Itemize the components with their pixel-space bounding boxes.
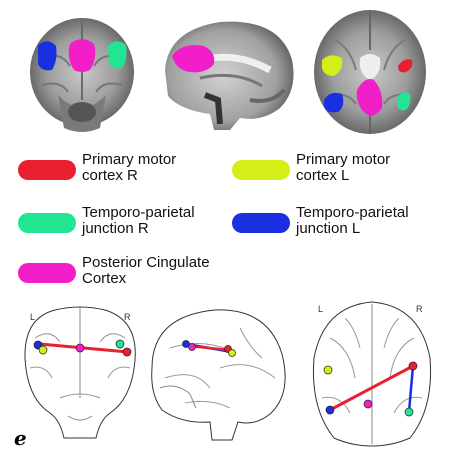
swatch-pmc-l: [232, 160, 290, 180]
coronal-slice: [30, 18, 134, 132]
node-pmc-l-sag: [229, 350, 236, 357]
node-tpj-l-axial: [326, 406, 334, 414]
node-pmc-r-axial: [409, 362, 417, 370]
legend-label: Posterior Cingulate Cortex: [82, 255, 210, 287]
node-pcc-axial: [364, 400, 372, 408]
legend-label: Primary motor cortex L: [296, 152, 390, 184]
legend-item-tpj-r: Temporo-parietal junction R: [18, 205, 195, 237]
swatch-pcc: [18, 263, 76, 283]
glass-brain-coronal: L R: [25, 306, 135, 438]
axial-l-label: L: [318, 304, 323, 314]
sagittal-connections: [183, 341, 236, 357]
axial-r-label: R: [416, 304, 423, 314]
pcc-blob: [69, 39, 96, 72]
node-pcc-sag: [189, 344, 196, 351]
swatch-tpj-r: [18, 213, 76, 233]
mri-slices: [0, 0, 451, 140]
legend-label: Primary motor cortex R: [82, 152, 176, 184]
panel-letter: e: [14, 428, 27, 448]
axial-connections: [324, 362, 417, 416]
legend-item-pmc-r: Primary motor cortex R: [18, 152, 176, 184]
node-tpj-r: [116, 340, 124, 348]
node-tpj-r-axial: [405, 408, 413, 416]
swatch-pmc-r: [18, 160, 76, 180]
coronal-r-label: R: [124, 312, 131, 322]
axial-slice: [314, 10, 426, 134]
coronal-connections: [34, 340, 131, 356]
tpj-l-blob: [38, 41, 57, 70]
node-pmc-l-axial: [324, 366, 332, 374]
coronal-l-label: L: [30, 312, 35, 322]
swatch-tpj-l: [232, 213, 290, 233]
legend-item-tpj-l: Temporo-parietal junction L: [232, 205, 409, 237]
legend-item-pcc: Posterior Cingulate Cortex: [18, 255, 210, 287]
node-pcc: [76, 344, 84, 352]
node-pmc-r: [123, 348, 131, 356]
legend-item-pmc-l: Primary motor cortex L: [232, 152, 390, 184]
legend-label: Temporo-parietal junction L: [296, 205, 409, 237]
glass-brain-sagittal: [152, 310, 285, 440]
tpj-r-blob: [108, 41, 127, 68]
node-pmc-l: [39, 346, 47, 354]
glass-brains: L R L R: [0, 298, 451, 448]
sagittal-slice: [165, 22, 294, 130]
legend-label: Temporo-parietal junction R: [82, 205, 195, 237]
